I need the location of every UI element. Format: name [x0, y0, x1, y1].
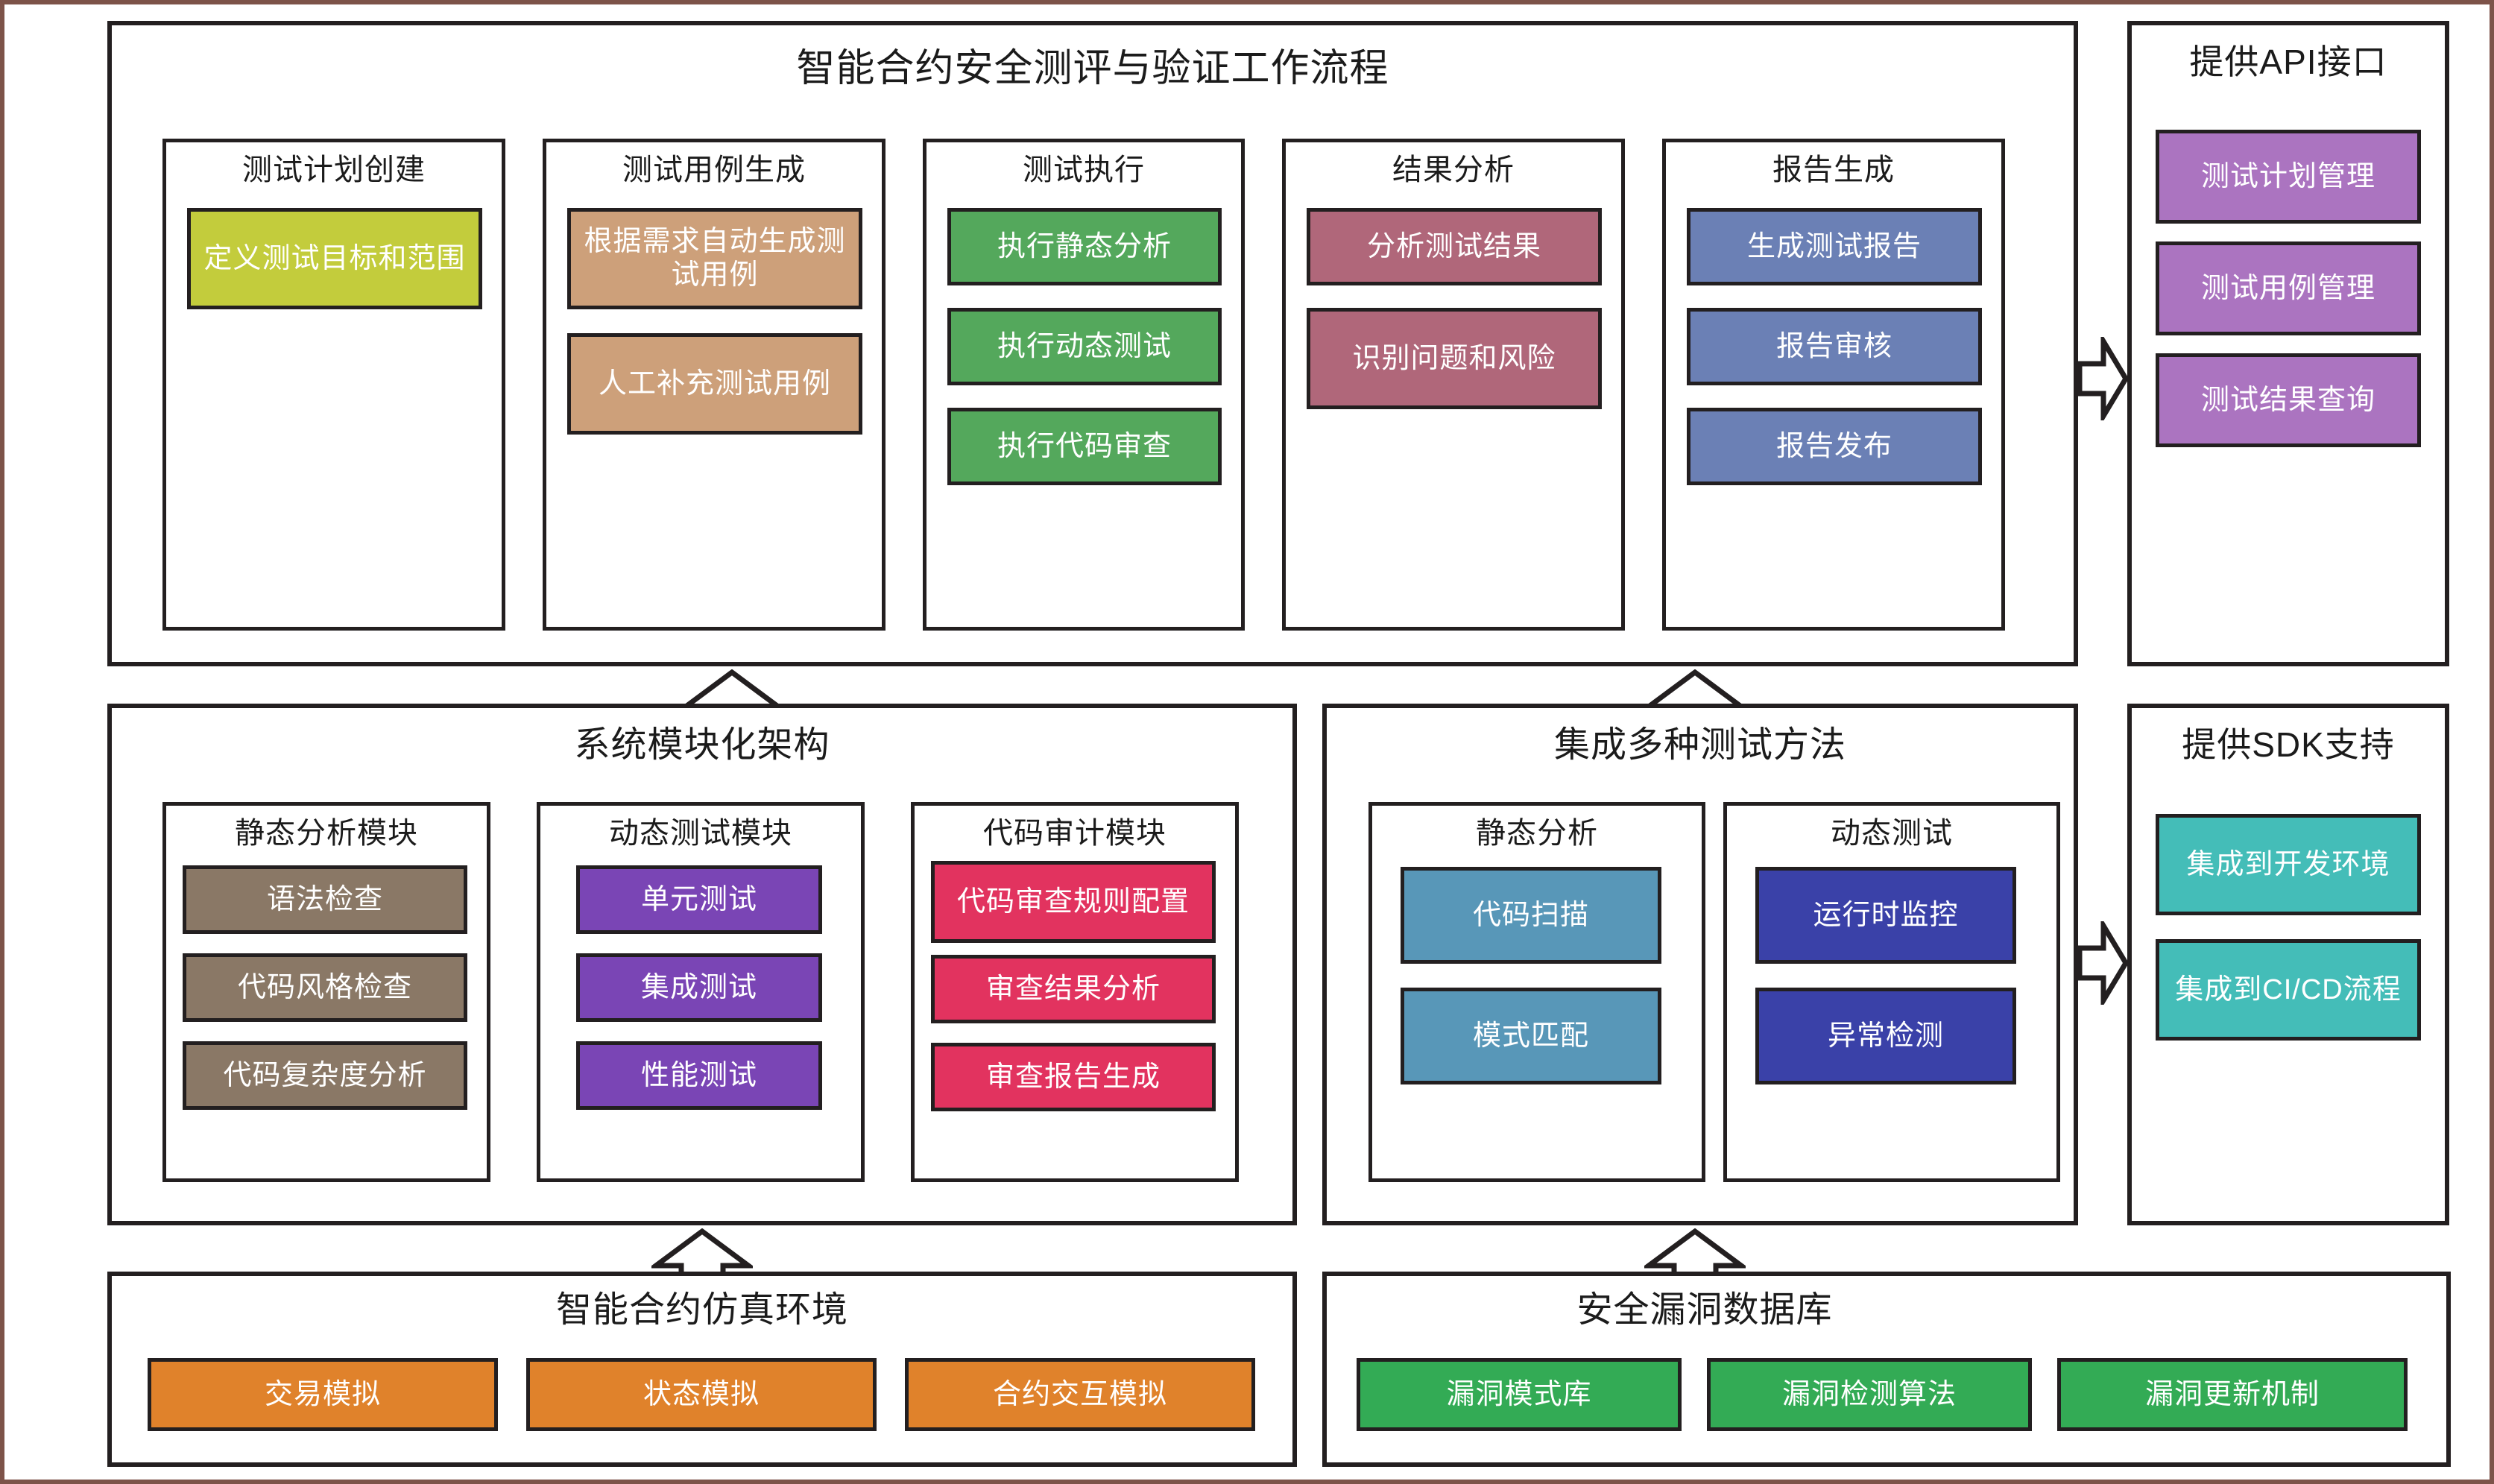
stage-title: 结果分析: [1392, 154, 1515, 186]
stage-item-generate-report[interactable]: 生成测试报告: [1687, 208, 1982, 285]
stage-report-generation: 报告生成 生成测试报告 报告审核 报告发布: [1662, 139, 2005, 631]
module-title: 动态测试模块: [609, 817, 792, 850]
method-group-title: 静态分析: [1476, 817, 1598, 850]
stage-item-identify-issues-risks[interactable]: 识别问题和风险: [1307, 308, 1602, 409]
stage-item-run-code-review[interactable]: 执行代码审查: [947, 408, 1222, 485]
architecture-panel: 系统模块化架构 静态分析模块 语法检查 代码风格检查 代码复杂度分析 动态测试模…: [107, 704, 1297, 1225]
sdk-item-integrate-dev-environment[interactable]: 集成到开发环境: [2156, 814, 2421, 915]
module-item-code-style-check[interactable]: 代码风格检查: [183, 953, 467, 1022]
stage-item-review-report[interactable]: 报告审核: [1687, 308, 1982, 385]
simulation-item-state-simulation[interactable]: 状态模拟: [526, 1358, 877, 1431]
methods-title: 集成多种测试方法: [1553, 725, 1846, 765]
stage-test-case-generation: 测试用例生成 根据需求自动生成测试用例 人工补充测试用例: [543, 139, 885, 631]
stage-item-analyze-results[interactable]: 分析测试结果: [1307, 208, 1602, 285]
module-code-audit: 代码审计模块 代码审查规则配置 审查结果分析 审查报告生成: [911, 802, 1239, 1182]
methods-panel: 集成多种测试方法 静态分析 代码扫描 模式匹配 动态测试 运行时监控 异常检测: [1322, 704, 2078, 1225]
module-item-review-rule-config[interactable]: 代码审查规则配置: [931, 861, 1216, 943]
module-item-review-report-generation[interactable]: 审查报告生成: [931, 1043, 1216, 1111]
simulation-item-contract-interaction-simulation[interactable]: 合约交互模拟: [905, 1358, 1255, 1431]
module-title: 代码审计模块: [983, 817, 1167, 850]
arrow-methods-to-sdk-icon: [2078, 921, 2127, 1005]
vulndb-item-vulnerability-pattern-library[interactable]: 漏洞模式库: [1357, 1358, 1682, 1431]
stage-test-plan-creation: 测试计划创建 定义测试目标和范围: [162, 139, 505, 631]
module-static-analysis: 静态分析模块 语法检查 代码风格检查 代码复杂度分析: [162, 802, 490, 1182]
api-item-test-plan-management[interactable]: 测试计划管理: [2156, 130, 2421, 224]
method-item-pattern-matching[interactable]: 模式匹配: [1401, 988, 1661, 1084]
module-item-code-complexity-analysis[interactable]: 代码复杂度分析: [183, 1041, 467, 1110]
stage-title: 报告生成: [1772, 154, 1895, 186]
method-item-anomaly-detection[interactable]: 异常检测: [1755, 988, 2016, 1084]
stage-item-publish-report[interactable]: 报告发布: [1687, 408, 1982, 485]
vulndb-panel: 安全漏洞数据库 漏洞模式库 漏洞检测算法 漏洞更新机制: [1322, 1272, 2451, 1467]
module-item-performance-test[interactable]: 性能测试: [576, 1041, 822, 1110]
method-group-title: 动态测试: [1831, 817, 1953, 850]
module-item-unit-test[interactable]: 单元测试: [576, 865, 822, 934]
workflow-title: 智能合约安全测评与验证工作流程: [796, 47, 1389, 90]
module-dynamic-test: 动态测试模块 单元测试 集成测试 性能测试: [537, 802, 865, 1182]
module-item-syntax-check[interactable]: 语法检查: [183, 865, 467, 934]
method-group-dynamic-test: 动态测试 运行时监控 异常检测: [1723, 802, 2060, 1182]
module-title: 静态分析模块: [235, 817, 418, 850]
simulation-panel: 智能合约仿真环境 交易模拟 状态模拟 合约交互模拟: [107, 1272, 1297, 1467]
stage-test-execution: 测试执行 执行静态分析 执行动态测试 执行代码审查: [923, 139, 1245, 631]
stage-title: 测试计划创建: [242, 154, 426, 186]
sdk-item-integrate-cicd-pipeline[interactable]: 集成到CI/CD流程: [2156, 939, 2421, 1041]
method-item-runtime-monitoring[interactable]: 运行时监控: [1755, 867, 2016, 964]
stage-title: 测试执行: [1023, 154, 1145, 186]
stage-item-run-static-analysis[interactable]: 执行静态分析: [947, 208, 1222, 285]
stage-item-define-scope[interactable]: 定义测试目标和范围: [187, 208, 482, 309]
simulation-item-transaction-simulation[interactable]: 交易模拟: [148, 1358, 498, 1431]
stage-title: 测试用例生成: [622, 154, 806, 186]
module-item-review-result-analysis[interactable]: 审查结果分析: [931, 955, 1216, 1023]
api-panel-title: 提供API接口: [2189, 42, 2387, 81]
vulndb-item-vulnerability-detection-algorithm[interactable]: 漏洞检测算法: [1707, 1358, 2032, 1431]
api-item-test-result-query[interactable]: 测试结果查询: [2156, 353, 2421, 447]
stage-item-run-dynamic-test[interactable]: 执行动态测试: [947, 308, 1222, 385]
sdk-panel-title: 提供SDK支持: [2182, 725, 2395, 764]
vulndb-item-vulnerability-update-mechanism[interactable]: 漏洞更新机制: [2057, 1358, 2408, 1431]
method-group-static-analysis: 静态分析 代码扫描 模式匹配: [1368, 802, 1705, 1182]
architecture-title: 系统模块化架构: [574, 725, 830, 765]
stage-item-manual-supplement-cases[interactable]: 人工补充测试用例: [567, 333, 862, 435]
sdk-panel: 提供SDK支持 集成到开发环境 集成到CI/CD流程: [2127, 704, 2449, 1225]
arrow-workflow-to-api-icon: [2078, 337, 2127, 420]
api-panel: 提供API接口 测试计划管理 测试用例管理 测试结果查询: [2127, 21, 2449, 666]
api-item-test-case-management[interactable]: 测试用例管理: [2156, 241, 2421, 335]
module-item-integration-test[interactable]: 集成测试: [576, 953, 822, 1022]
stage-result-analysis: 结果分析 分析测试结果 识别问题和风险: [1282, 139, 1625, 631]
method-item-code-scan[interactable]: 代码扫描: [1401, 867, 1661, 964]
workflow-panel: 智能合约安全测评与验证工作流程 测试计划创建 定义测试目标和范围 测试用例生成 …: [107, 21, 2078, 666]
stage-item-auto-generate-cases[interactable]: 根据需求自动生成测试用例: [567, 208, 862, 309]
simulation-title: 智能合约仿真环境: [555, 1290, 848, 1330]
vulndb-title: 安全漏洞数据库: [1576, 1290, 1833, 1330]
